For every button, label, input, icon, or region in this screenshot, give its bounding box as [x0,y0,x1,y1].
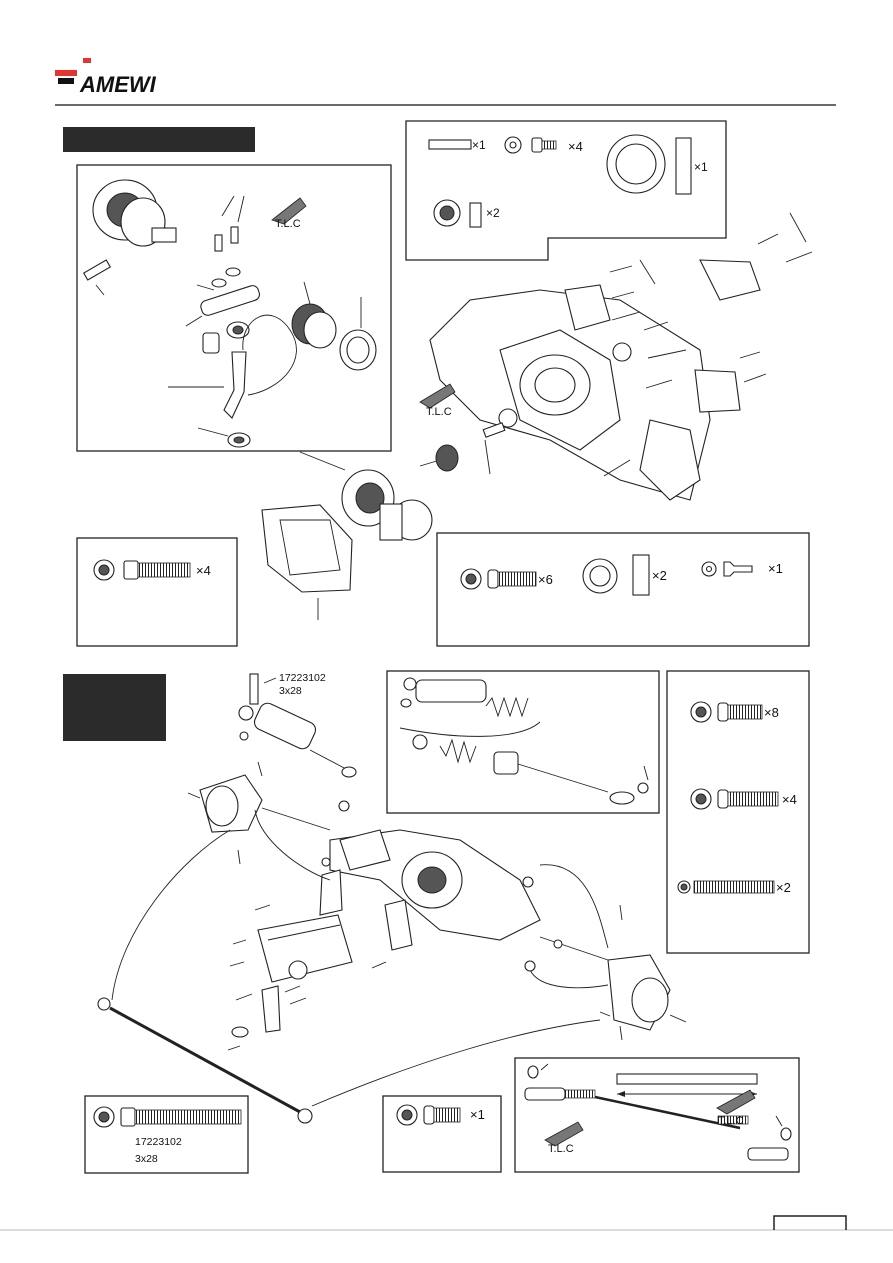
tlc-glue-icon-3: T.L.C [544,1121,584,1155]
tlc-label-3: T.L.C [548,1143,574,1155]
qty-bearing: ×1 [694,160,708,174]
diff-assembled [299,451,433,541]
qty-left: ×4 [196,563,211,578]
step-b-parts-bottom-mid: ×1 [382,1095,502,1173]
step-a-parts-right: ×6 ×2 ×1 [436,532,810,647]
tie-rod-detail-box: T.L.C T.L.C [514,1057,800,1173]
tlc-label: T.L.C [275,218,301,230]
qty-b-c: ×2 [776,880,791,895]
brand-logo: AMEWI [55,58,157,97]
step-b-title-bar [63,674,166,741]
front-axle-assembly: T.L.C [419,212,813,501]
step-b-parts-right: ×8 ×4 ×2 [666,670,810,954]
qty-bottom-mid: ×1 [470,1107,485,1122]
tlc-label-4: T.L.C [718,1115,744,1127]
steering-assembly [97,702,687,1124]
tlc-glue-icon: T.L.C [271,197,307,230]
tlc-glue-icon-2: T.L.C [419,383,456,418]
page-footer [0,1215,893,1231]
shock-exploded-box [386,670,660,814]
qty-b-b: ×4 [782,792,797,807]
step-a-parts-left: ×4 [76,537,238,647]
bottom-left-size: 3x28 [135,1153,158,1165]
bottom-left-part-no: 17223102 [135,1136,182,1148]
tlc-glue-icon-4: T.L.C [716,1089,756,1127]
callout-size: 3x28 [279,685,302,697]
tlc-label-2: T.L.C [426,406,452,418]
qty-right-small: ×1 [768,561,783,576]
qty-right-bearing: ×2 [652,568,667,583]
step-b-callout: 17223102 3x28 [249,672,326,705]
qty-ring: ×2 [486,206,500,220]
axle-cover [261,504,353,620]
qty-b-a: ×8 [764,705,779,720]
qty-screws: ×4 [568,139,583,154]
qty-pin: ×1 [472,138,486,152]
qty-right-screws: ×6 [538,572,553,587]
step-b-parts-bottom-left: 17223102 3x28 [84,1095,249,1174]
step-a-title-bar [63,127,255,152]
differential-exploded-box: T.L.C [76,164,392,452]
brand-name: AMEWI [79,72,157,97]
step-a-parts-top: ×1 ×4 ×1 ×2 [405,120,727,261]
callout-part-no: 17223102 [279,672,326,684]
